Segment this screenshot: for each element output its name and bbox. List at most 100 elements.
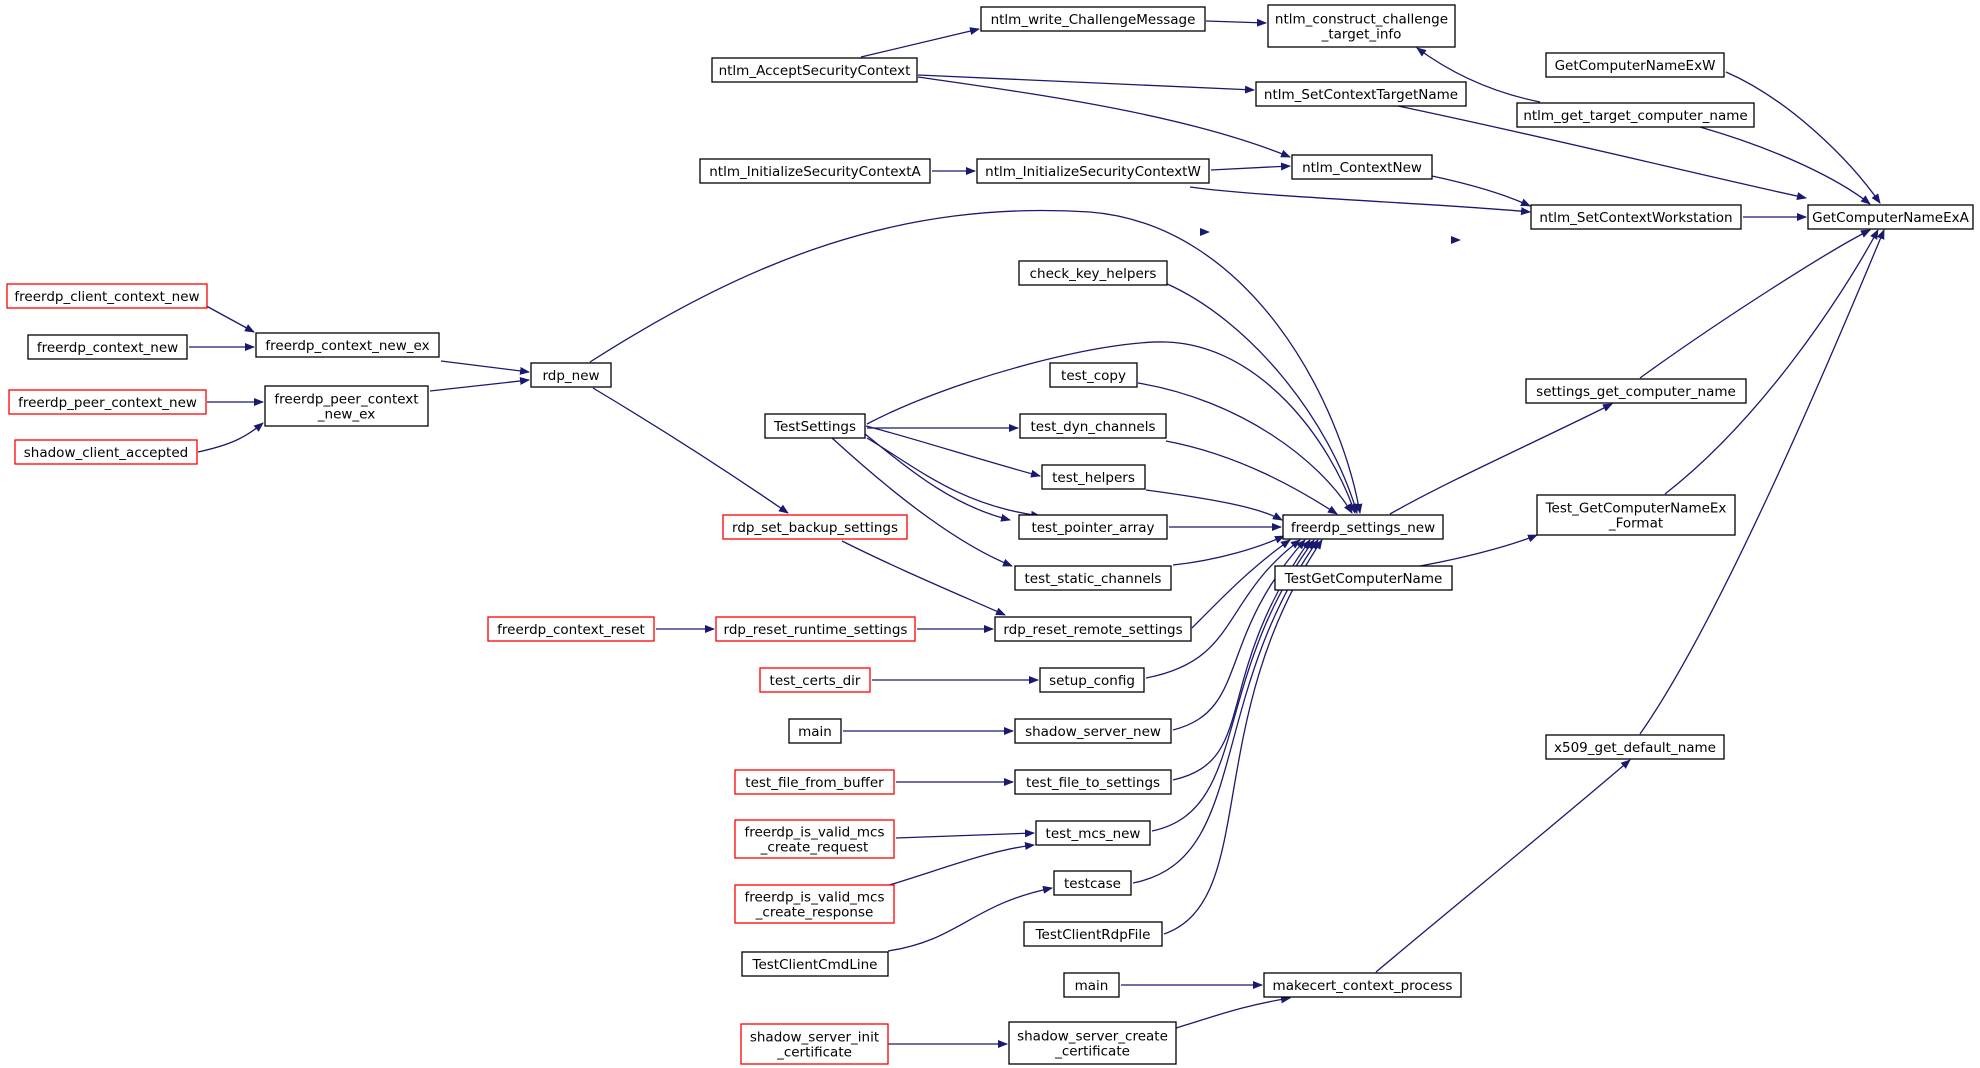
node-test-file-from-buffer[interactable]: test_file_from_buffer: [734, 769, 895, 795]
node-x509-get-default-name[interactable]: x509_get_default_name: [1545, 734, 1725, 760]
node-box: [1041, 464, 1146, 490]
node-label: TestClientRdpFile: [1035, 927, 1151, 943]
node-setup-config[interactable]: setup_config: [1039, 667, 1145, 693]
node-label: rdp_new: [542, 368, 599, 384]
call-edge: [885, 842, 1035, 887]
call-edge: [592, 387, 789, 514]
call-edge: [1397, 105, 1807, 201]
node-makecert-context-process[interactable]: makecert_context_process: [1263, 972, 1462, 998]
call-edge: [1725, 71, 1881, 204]
node-box: [1053, 870, 1132, 896]
node-box: [734, 884, 895, 924]
node-freerdp-peer-context-new[interactable]: freerdp_peer_context_new: [8, 389, 207, 415]
call-edge: [1163, 539, 1323, 935]
node-test-helpers[interactable]: test_helpers: [1041, 464, 1146, 490]
node-label: setup_config: [1049, 673, 1135, 689]
node-label: rdp_reset_remote_settings: [1003, 622, 1182, 638]
call-edge: [917, 74, 1255, 94]
node-rdp-reset-remote-settings[interactable]: rdp_reset_remote_settings: [994, 616, 1192, 642]
node-freerdp-context-new-ex[interactable]: freerdp_context_new_ex: [255, 332, 440, 358]
node-testclientrdpfile[interactable]: TestClientRdpFile: [1023, 921, 1163, 947]
node-testclientcmdline[interactable]: TestClientCmdLine: [741, 951, 889, 977]
node-test-copy[interactable]: test_copy: [1049, 362, 1138, 388]
node-ntlm-get-target-computer-name[interactable]: ntlm_get_target_computer_name: [1516, 102, 1755, 128]
node-box: [1014, 769, 1172, 795]
node-freerdp-client-context-new[interactable]: freerdp_client_context_new: [6, 283, 208, 309]
node-ntlm-contextnew[interactable]: ntlm_ContextNew: [1291, 154, 1433, 180]
node-shadow-server-create-certificate[interactable]: shadow_server_create_certificate: [1008, 1021, 1177, 1065]
node-label: freerdp_context_new: [37, 340, 178, 356]
node-label: freerdp_client_context_new: [14, 289, 199, 305]
node-getcomputernameexw[interactable]: GetComputerNameExW: [1545, 52, 1725, 78]
node-box: [976, 158, 1210, 184]
node-test-certs-dir[interactable]: test_certs_dir: [759, 667, 871, 693]
node-test-file-to-settings[interactable]: test_file_to_settings: [1014, 769, 1172, 795]
node-test-mcs-new[interactable]: test_mcs_new: [1035, 820, 1151, 846]
node-test-dyn-channels[interactable]: test_dyn_channels: [1019, 413, 1167, 439]
node-freerdp-is-valid-mcs-create-response[interactable]: freerdp_is_valid_mcs_create_response: [734, 884, 895, 924]
node-box: [1282, 514, 1444, 540]
node-ntlm-setcontextworkstation[interactable]: ntlm_SetContextWorkstation: [1530, 204, 1742, 230]
node-test-pointer-array[interactable]: test_pointer_array: [1018, 514, 1168, 540]
node-ntlm-acceptsecuritycontext[interactable]: ntlm_AcceptSecurityContext: [711, 57, 918, 83]
node-label: ntlm_write_ChallengeMessage: [991, 12, 1196, 28]
node-label: ntlm_SetContextTargetName: [1264, 87, 1458, 103]
node-shadow-server-init-certificate[interactable]: shadow_server_init_certificate: [740, 1023, 889, 1065]
node-freerdp-peer-context-new-ex[interactable]: freerdp_peer_context_new_ex: [264, 385, 429, 427]
node-ntlm-initializesecuritycontextw[interactable]: ntlm_InitializeSecurityContextW: [976, 158, 1210, 184]
node-testcase[interactable]: testcase: [1053, 870, 1132, 896]
node-box: [764, 413, 866, 439]
node-freerdp-context-reset[interactable]: freerdp_context_reset: [487, 616, 655, 642]
node-shadow-server-new[interactable]: shadow_server_new: [1014, 718, 1172, 744]
node-label: main: [798, 724, 832, 740]
node-main-1[interactable]: main: [788, 718, 842, 744]
node-testgetcomputername[interactable]: TestGetComputerName: [1274, 565, 1453, 591]
call-edge: [866, 437, 1041, 519]
node-box: [1014, 565, 1172, 591]
call-edge: [887, 885, 1053, 952]
node-label: ntlm_SetContextWorkstation: [1539, 210, 1732, 226]
node-box: [740, 1023, 889, 1065]
node-box: [1018, 260, 1168, 286]
node-box: [1049, 362, 1138, 388]
node-ntlm-initializesecuritycontexta[interactable]: ntlm_InitializeSecurityContextA: [699, 158, 931, 184]
node-label: TestGetComputerName: [1284, 571, 1443, 587]
node-ntlm-write-challengemessage[interactable]: ntlm_write_ChallengeMessage: [980, 6, 1206, 32]
node-freerdp-settings-new[interactable]: freerdp_settings_new: [1282, 514, 1444, 540]
node-box: [1545, 734, 1725, 760]
node-box: [722, 514, 908, 540]
call-edge: [440, 360, 530, 375]
node-rdp-set-backup-settings[interactable]: rdp_set_backup_settings: [722, 514, 908, 540]
node-rdp-new[interactable]: rdp_new: [530, 362, 612, 388]
node-check-key-helpers[interactable]: check_key_helpers: [1018, 260, 1168, 286]
node-box: [699, 158, 931, 184]
node-label: ntlm_get_target_computer_name: [1523, 108, 1747, 124]
call-edge: [865, 425, 1041, 478]
node-ntlm-construct-challenge-target-info[interactable]: ntlm_construct_challenge_target_info: [1267, 4, 1456, 48]
node-label: shadow_server_init: [750, 1030, 879, 1046]
node-label: main: [1075, 978, 1109, 994]
node-testsettings[interactable]: TestSettings: [764, 413, 866, 439]
node-box: [1035, 820, 1151, 846]
call-edge: [1137, 382, 1353, 514]
call-edge: [831, 437, 1013, 567]
node-shadow-client-accepted[interactable]: shadow_client_accepted: [14, 439, 198, 465]
node-label: _target_info: [1321, 27, 1402, 43]
call-edge: [1664, 229, 1879, 495]
node-rdp-reset-runtime-settings[interactable]: rdp_reset_runtime_settings: [715, 616, 916, 642]
node-freerdp-is-valid-mcs-create-request[interactable]: freerdp_is_valid_mcs_create_request: [734, 819, 895, 859]
node-test-getcomputernameex-format[interactable]: Test_GetComputerNameEx_Format: [1536, 494, 1736, 536]
node-box: [715, 616, 916, 642]
node-test-static-channels[interactable]: test_static_channels: [1014, 565, 1172, 591]
node-getcomputernameexa[interactable]: GetComputerNameExA: [1807, 204, 1974, 230]
node-freerdp-context-new[interactable]: freerdp_context_new: [27, 334, 188, 360]
node-box: [1516, 102, 1755, 128]
node-main-2[interactable]: main: [1063, 972, 1120, 998]
node-settings-get-computer-name[interactable]: settings_get_computer_name: [1525, 378, 1747, 404]
node-label: _certificate: [776, 1045, 852, 1061]
node-box: [1063, 972, 1120, 998]
node-label: makecert_context_process: [1273, 978, 1453, 994]
node-ntlm-setcontexttargetname[interactable]: ntlm_SetContextTargetName: [1255, 81, 1467, 107]
node-label: test_helpers: [1052, 470, 1135, 486]
call-edge: [1172, 539, 1311, 781]
